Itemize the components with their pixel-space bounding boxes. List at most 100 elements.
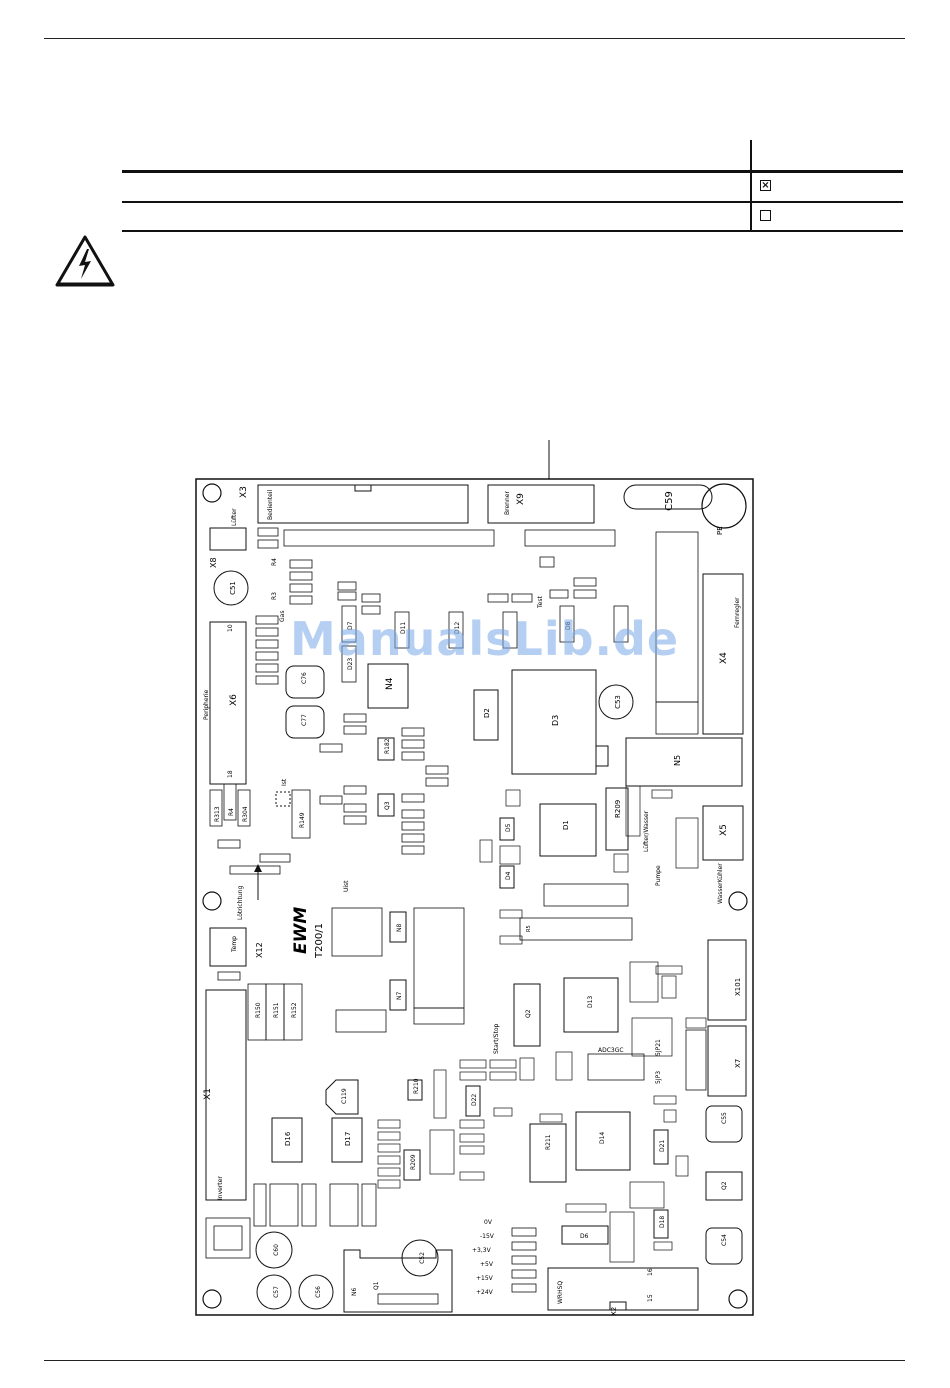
component-n5: Q3 [384, 801, 391, 810]
connector-x8: X8 [209, 557, 218, 568]
label-ist: Ist [281, 778, 288, 786]
connector-x12: X12 [255, 942, 264, 958]
pin-16: 16 [647, 1268, 654, 1276]
component-d13: D18 [659, 1216, 666, 1228]
label-pumpe: Pumpe [655, 865, 662, 886]
component-d5: D5 [505, 823, 512, 832]
component-c51: C51 [229, 581, 237, 595]
label-wrhsq: WRHSQ [557, 1281, 564, 1304]
high-voltage-warning-icon [55, 235, 115, 287]
connector-x101: X101 [734, 978, 742, 996]
component-c60: C60 [273, 1244, 280, 1256]
pin-18: 18 [227, 770, 234, 778]
watermark: ManualsLib.de [290, 612, 680, 666]
component-d22: D23 [347, 658, 354, 670]
label-luefter: Lüfter [231, 508, 238, 526]
component-n7: R209 [410, 1154, 417, 1170]
component-c77: C77 [301, 714, 308, 726]
label-uist: Uist [343, 880, 350, 892]
component-r182: R149 [299, 812, 306, 828]
component-d2: D2 [483, 708, 491, 718]
label-luefter-wasser: Lüfter/Wasser [643, 810, 650, 852]
checkbox-checked[interactable]: × [760, 180, 771, 191]
mounting-holes [202, 483, 748, 1309]
label-plus5v: +5V [480, 1261, 494, 1268]
table-column-divider [750, 140, 752, 232]
component-d4: D4 [505, 871, 512, 880]
component-n1: N7 [396, 992, 403, 1000]
label-minus15v: -15V [480, 1233, 495, 1240]
connector-x4: X4 [719, 652, 729, 664]
label-peripherie: Peripherie [203, 689, 210, 720]
component-d12: D12 [454, 622, 461, 634]
component-r313: R4 [228, 808, 235, 816]
component-c56: C56 [315, 1286, 322, 1298]
checkbox-unchecked[interactable] [760, 210, 771, 221]
component-kk1: N6 [351, 1288, 358, 1296]
connector-x5: X5 [719, 824, 729, 836]
component-d23: D22 [471, 1094, 478, 1106]
label-pe: PE [716, 526, 724, 535]
component-d3: D3 [551, 715, 560, 726]
connector-x2: X2 [610, 1307, 618, 1316]
component-n4: Q2 [721, 1181, 728, 1190]
pcb-outline [195, 478, 754, 1316]
component-v49: R3 [271, 592, 278, 600]
pin-15: 15 [647, 1294, 654, 1302]
label-adc3gc: ADC3GC [598, 1047, 624, 1054]
label-5jp21: 5JP21 [655, 1039, 662, 1056]
connector-x9: X9 [516, 493, 526, 505]
label-brenner: Brenner [504, 491, 511, 515]
component-d11: D11 [400, 622, 407, 634]
component-q3: R211 [545, 1134, 552, 1150]
component-n2: N8 [396, 924, 403, 932]
component-c119: C119 [341, 1088, 348, 1104]
table-row-rule [122, 201, 903, 203]
table-header-rule [122, 170, 903, 173]
label-plus24v: +24V [476, 1289, 494, 1296]
component-d8: D8 [565, 621, 572, 630]
label-test: Test [537, 596, 544, 609]
component-k1: N5 [673, 755, 682, 766]
component-d17: D16 [284, 1131, 292, 1146]
label-plus3v3: +3,3V [472, 1247, 492, 1254]
label-0v: 0V [484, 1219, 493, 1226]
label-plus15v: +15V [476, 1275, 494, 1282]
component-r150: R304 [242, 806, 249, 822]
connector-x7: X7 [734, 1059, 742, 1068]
component-d16: D14 [599, 1132, 606, 1144]
component-d21: D21 [659, 1140, 666, 1152]
component-d7: D7 [347, 621, 354, 630]
component-c55: C55 [721, 1112, 728, 1124]
bottom-rule [44, 1360, 905, 1361]
component-s1: N4 [385, 677, 395, 690]
pin-10: 10 [227, 624, 234, 632]
component-q1: R209 [614, 800, 622, 818]
component-r210: R151 [273, 1002, 280, 1018]
connector-x6: X6 [229, 694, 239, 706]
label-wasserkuehler: WasserKühler [717, 863, 724, 904]
label-5jp3: 5JP3 [655, 1071, 662, 1084]
component-q2: Q2 [525, 1009, 532, 1018]
component-v50: R4 [271, 558, 278, 566]
label-temp: Temp [231, 936, 238, 953]
component-c76: C76 [301, 672, 308, 684]
connector-x3: X3 [239, 486, 249, 498]
svg-text:EWM: EWM [291, 907, 311, 954]
component-n3: Q1 [373, 1281, 380, 1290]
component-c59: C59 [664, 491, 675, 511]
component-n6: R182 [384, 738, 391, 754]
ewm-logo: EWM [291, 907, 311, 954]
component-r1: R5 [526, 925, 532, 932]
component-c53: C53 [614, 695, 622, 709]
label-loetrichtung: Lötrichtung [237, 886, 244, 920]
connector-x1: X1 [203, 1088, 213, 1100]
top-rule [44, 38, 905, 39]
label-inverter: Inverter [217, 1176, 224, 1200]
label-fernregler: Fernregler [734, 597, 741, 628]
component-d18: D17 [344, 1132, 352, 1146]
component-r149: R313 [214, 806, 221, 822]
component-c57: C57 [273, 1286, 280, 1298]
component-n8: R210 [413, 1078, 420, 1094]
